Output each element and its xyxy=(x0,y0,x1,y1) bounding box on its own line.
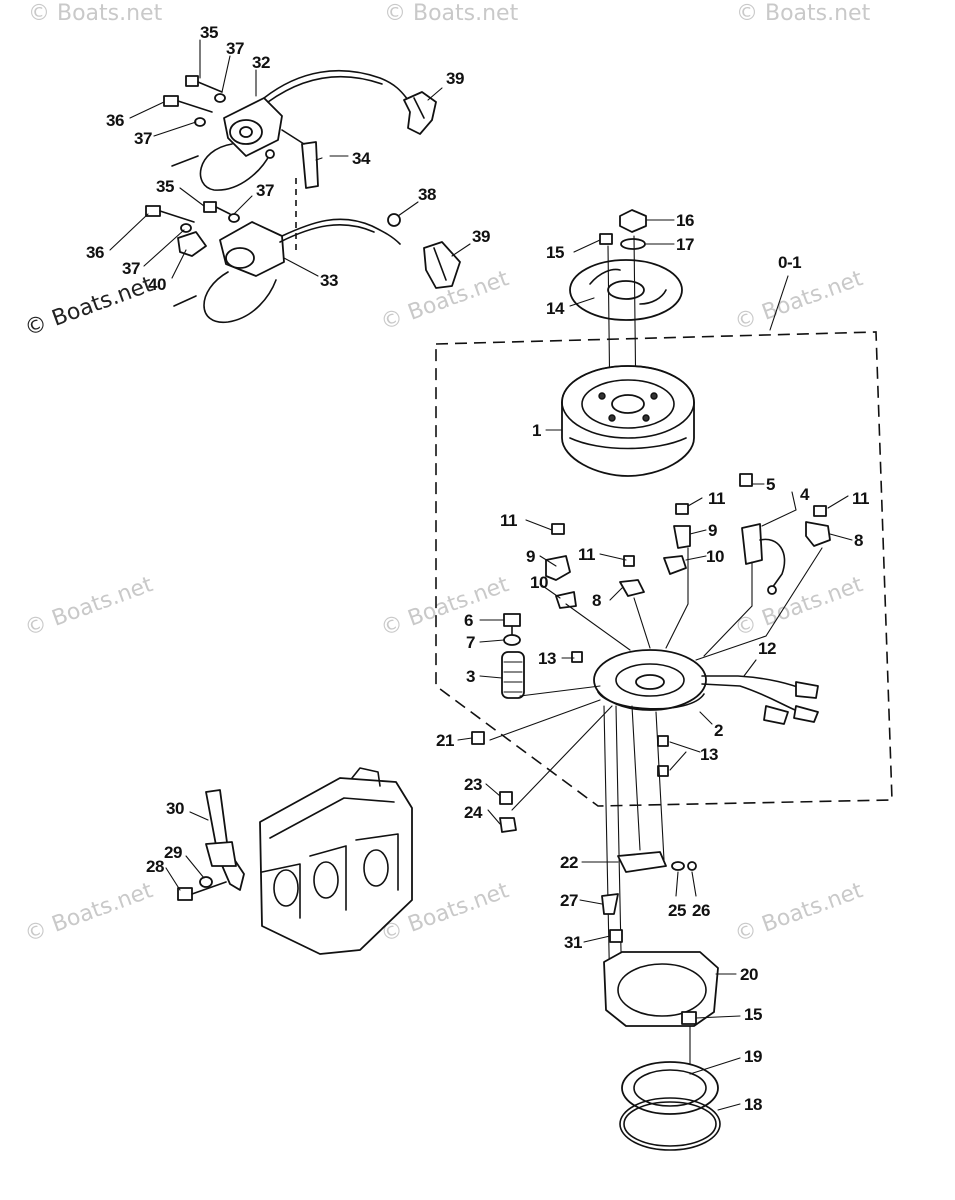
callout-33: 33 xyxy=(320,271,338,290)
callout-34: 34 xyxy=(352,149,371,168)
callout-6: 6 xyxy=(464,611,473,630)
callout-37: 37 xyxy=(256,181,274,200)
callout-10: 10 xyxy=(706,547,724,566)
callout-23: 23 xyxy=(464,775,482,794)
lower-stack xyxy=(601,705,721,1151)
watermark: © Boats.net xyxy=(732,878,867,948)
callout-11: 11 xyxy=(708,489,725,508)
callout-32: 32 xyxy=(252,53,270,72)
callout-12: 12 xyxy=(758,639,776,658)
callout-39: 39 xyxy=(472,227,490,246)
stator-components xyxy=(471,473,831,833)
watermark: © Boats.net xyxy=(736,1,871,26)
watermark: © Boats.net xyxy=(384,1,519,26)
callout-4: 4 xyxy=(800,485,810,504)
callout-40: 40 xyxy=(148,275,166,294)
callout-36: 36 xyxy=(86,243,104,262)
callout-27: 27 xyxy=(560,891,578,910)
callout-35: 35 xyxy=(156,177,174,196)
callout-19: 19 xyxy=(744,1047,762,1066)
leader-lines xyxy=(109,39,853,1111)
watermark: © Boats.net xyxy=(22,572,157,642)
callout-25: 25 xyxy=(668,901,686,920)
callout-21: 21 xyxy=(436,731,454,750)
callout-11: 11 xyxy=(578,545,595,564)
callout-26: 26 xyxy=(692,901,710,920)
watermark: © Boats.net xyxy=(732,266,867,336)
callout-15: 15 xyxy=(744,1005,762,1024)
callout-11: 11 xyxy=(852,489,869,508)
group-label: 0-1 xyxy=(778,253,801,272)
callout-9: 9 xyxy=(708,521,717,540)
callout-31: 31 xyxy=(564,933,582,952)
callout-9: 9 xyxy=(526,547,535,566)
callout-7: 7 xyxy=(466,633,475,652)
callout-11: 11 xyxy=(500,511,517,530)
callout-36: 36 xyxy=(106,111,124,130)
callout-24: 24 xyxy=(464,803,483,822)
callout-29: 29 xyxy=(164,843,182,862)
callout-17: 17 xyxy=(676,235,694,254)
watermark: © Boats.net xyxy=(378,572,513,642)
callout-37: 37 xyxy=(226,39,244,58)
callout-1: 1 xyxy=(532,421,541,440)
watermark: © Boats.net xyxy=(22,272,157,342)
callout-3: 3 xyxy=(466,667,475,686)
ignition-coils xyxy=(145,69,461,323)
callout-labels: 35 37 32 36 37 34 39 35 37 38 36 37 40 3… xyxy=(86,23,870,1114)
callout-18: 18 xyxy=(744,1095,762,1114)
callout-28: 28 xyxy=(146,857,164,876)
callout-8: 8 xyxy=(854,531,863,550)
group-boundary xyxy=(435,331,893,807)
callout-13: 13 xyxy=(538,649,556,668)
callout-13: 13 xyxy=(700,745,718,764)
callout-2: 2 xyxy=(714,721,723,740)
watermark: © Boats.net xyxy=(22,878,157,948)
callout-30: 30 xyxy=(166,799,184,818)
callout-8: 8 xyxy=(592,591,601,610)
callout-15: 15 xyxy=(546,243,564,262)
flywheel-assembly xyxy=(561,209,695,477)
callout-37: 37 xyxy=(122,259,140,278)
callout-37: 37 xyxy=(134,129,152,148)
watermark: © Boats.net xyxy=(28,1,163,26)
callout-39: 39 xyxy=(446,69,464,88)
callout-10: 10 xyxy=(530,573,548,592)
callout-16: 16 xyxy=(676,211,694,230)
callout-14: 14 xyxy=(546,299,565,318)
engine-block xyxy=(177,767,413,955)
callout-20: 20 xyxy=(740,965,758,984)
callout-22: 22 xyxy=(560,853,578,872)
callout-35: 35 xyxy=(200,23,218,42)
callout-5: 5 xyxy=(766,475,775,494)
callout-38: 38 xyxy=(418,185,436,204)
